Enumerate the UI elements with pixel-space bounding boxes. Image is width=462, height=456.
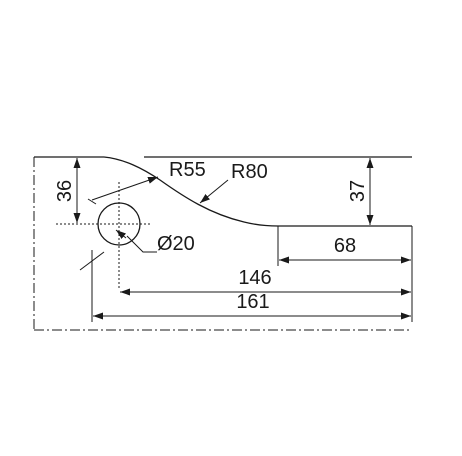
dim-37: 37 [347, 158, 374, 225]
dim-68: 68 [277, 226, 413, 322]
hole [56, 182, 157, 290]
dia20-leader [126, 235, 157, 253]
dim-161-label: 161 [236, 291, 269, 313]
r55-leader [91, 176, 159, 201]
dim-36: 36 [54, 158, 81, 223]
dim-37-label: 37 [347, 180, 369, 202]
part-outline [33, 156, 412, 331]
dim-146-label: 146 [238, 267, 271, 289]
dim-146: 146 [120, 267, 411, 296]
r80-label: R80 [231, 161, 268, 183]
dim-36-label: 36 [54, 180, 76, 202]
r55-leader-tail [87, 198, 97, 205]
dia20-label: Ø20 [157, 233, 195, 255]
curved-cutout-profile [103, 156, 412, 227]
dim-68-label: 68 [334, 235, 356, 257]
r80-leader [199, 179, 229, 204]
dia20-leader-arrow [115, 229, 127, 239]
radius-labels: R55 R80 [87, 159, 268, 205]
r55-label: R55 [169, 159, 206, 181]
dim-161: 161 [93, 291, 411, 320]
